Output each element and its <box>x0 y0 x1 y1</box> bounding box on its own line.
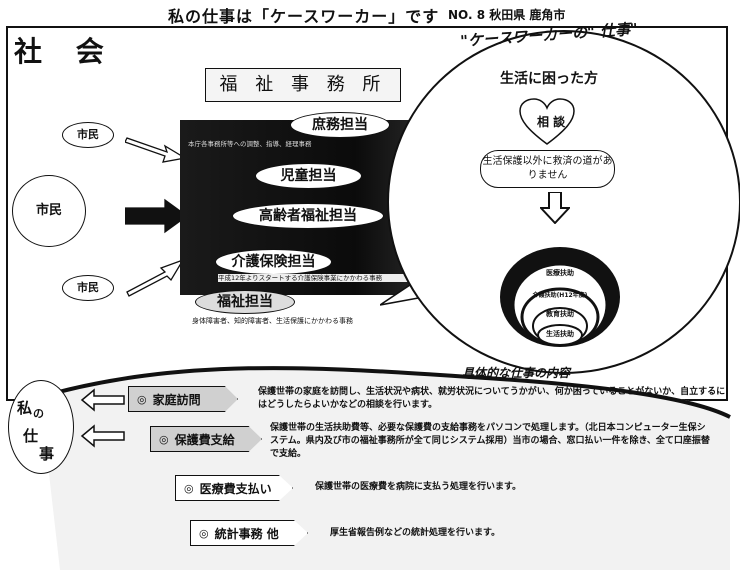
my-job-bubble: 私 の 仕 事 <box>8 380 74 474</box>
task-label: 統計事務 他 <box>214 526 279 541</box>
citizen-bubble-main: 市民 <box>12 175 86 247</box>
society-label: 社 会 <box>14 35 116 68</box>
bullet-icon: ◎ <box>184 481 194 495</box>
section-desc-care-insurance: 平成12年よりスタートする介護保険事業にかかわる事務 <box>218 274 428 282</box>
section-elderly-welfare: 高齢者福祉担当 <box>232 203 384 229</box>
support-medical: 医療扶助 <box>546 269 574 277</box>
support-care: 介護扶助(H12年度) <box>532 292 588 299</box>
alternative-box: 生活保護以外に救済の道がありません <box>480 150 615 188</box>
left-arrow-1-icon <box>80 388 125 412</box>
task-desc-statistics: 厚生省報告例などの統計処理を行います。 <box>330 528 501 538</box>
arrow-bottom-icon <box>126 258 185 297</box>
section-desc-welfare: 身体障害者、知的障害者、生活保護にかかわる事務 <box>192 317 353 325</box>
left-arrow-2-icon <box>80 424 125 448</box>
task-label: 医療費支払い <box>199 481 272 496</box>
bullet-icon: ◎ <box>159 432 169 446</box>
task-medical-payment: ◎ 医療費支払い <box>175 475 293 501</box>
document-meta: NO. 8 秋田県 鹿角市 <box>448 8 566 22</box>
task-statistics: ◎ 統計事務 他 <box>190 520 308 546</box>
citizen-arrows <box>125 137 189 297</box>
task-desc-medical-payment: 保護世帯の医療費を病院に支払う処理を行います。 <box>315 482 522 492</box>
my-job-char-4: 事 <box>39 445 55 463</box>
task-desc-home-visit: 保護世帯の家庭を訪問し、生活状況や病状、就労状況についてうかがい、何か困っている… <box>258 387 726 410</box>
section-children: 児童担当 <box>255 163 362 189</box>
left-arrows <box>80 388 125 448</box>
heart-icon <box>519 98 575 145</box>
needy-person-label: 生活に困った方 <box>500 71 598 87</box>
bullet-icon: ◎ <box>199 526 209 540</box>
welfare-office-banner: 福 祉 事 務 所 <box>205 68 401 102</box>
task-label: 保護費支給 <box>174 432 235 447</box>
page-title: 私の仕事は「ケースワーカー」です <box>168 7 440 26</box>
section-general-affairs: 庶務担当 <box>290 112 390 138</box>
arrow-middle-icon <box>125 198 189 234</box>
task-label: 家庭訪問 <box>152 392 201 407</box>
citizen-bubble-top: 市民 <box>62 122 114 148</box>
citizen-bubble-bottom: 市民 <box>62 275 114 301</box>
consultation-label: 相 談 <box>537 115 566 129</box>
section-welfare: 福祉担当 <box>195 290 295 314</box>
task-home-visit: ◎ 家庭訪問 <box>128 386 238 412</box>
section-desc-general: 本庁各事務所等への調整、指導、経理事務 <box>188 140 312 148</box>
my-job-char-2: の <box>33 407 44 420</box>
task-benefit-payment: ◎ 保護費支給 <box>150 426 262 452</box>
section-care-insurance: 介護保険担当 <box>215 249 332 275</box>
support-domes <box>500 247 620 347</box>
arrow-top-icon <box>125 137 187 163</box>
support-education: 教育扶助 <box>546 310 574 318</box>
task-desc-benefit-payment: 保護世帯の生活扶助費等、必要な保護費の支給事務をパソコンで処理します。（北日本コ… <box>270 423 710 459</box>
lower-background <box>39 366 731 570</box>
my-job-char-1: 私 <box>17 399 33 417</box>
down-arrow-icon <box>540 192 570 224</box>
bullet-icon: ◎ <box>137 392 147 406</box>
support-living: 生活扶助 <box>546 330 574 338</box>
my-job-char-3: 仕 <box>23 427 39 445</box>
work-section-label: 具体的な仕事の内容 <box>462 366 571 380</box>
